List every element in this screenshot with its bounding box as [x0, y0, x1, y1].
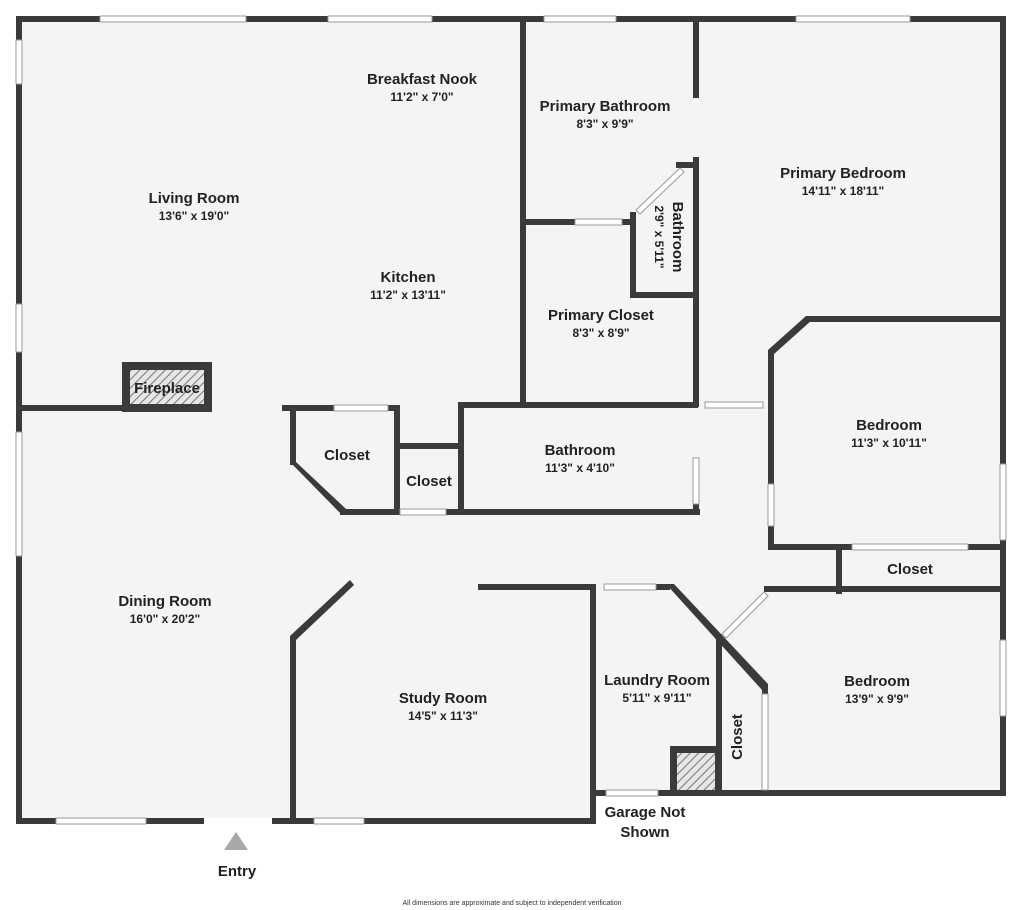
room-primary-bathroom: Primary Bathroom 8'3" x 9'9"	[540, 98, 671, 131]
room-study-room: Study Room 14'5" x 11'3"	[399, 690, 487, 723]
room-name: Bedroom	[856, 417, 922, 434]
room-dims: 5'11" x 9'11"	[622, 691, 691, 705]
room-name: Laundry Room	[604, 672, 710, 689]
windows	[15, 15, 1007, 825]
shaft-hatch	[677, 753, 715, 790]
fireplace-hatch	[130, 370, 204, 404]
room-dims: 8'3" x 8'9"	[572, 326, 629, 340]
room-dims: 11'2" x 7'0"	[390, 90, 453, 104]
floor-area	[18, 18, 1004, 822]
room-name: Bathroom	[545, 442, 616, 459]
room-hall-closet-1: Closet	[324, 447, 370, 464]
room-bedroom-1-closet: Closet	[887, 561, 933, 578]
room-dims: 16'0" x 20'2"	[130, 612, 200, 626]
room-bedroom-2-closet: Closet	[729, 714, 746, 760]
room-primary-closet: Primary Closet 8'3" x 8'9"	[548, 307, 654, 340]
entry-arrow-icon	[224, 832, 248, 850]
garage-note-line2: Shown	[620, 824, 669, 841]
room-hall-bathroom: Bathroom 11'3" x 4'10"	[545, 442, 616, 475]
room-dims: 11'2" x 13'11"	[370, 288, 446, 302]
room-name: Living Room	[149, 190, 240, 207]
room-living-room: Living Room 13'6" x 19'0"	[149, 190, 240, 223]
room-name: Study Room	[399, 690, 487, 707]
garage-note: Garage Not Shown	[605, 804, 686, 841]
fireplace-label: Fireplace	[134, 380, 200, 397]
room-dims: 13'9" x 9'9"	[845, 692, 909, 706]
room-dims: 14'5" x 11'3"	[408, 709, 478, 723]
room-dims: 11'3" x 4'10"	[545, 461, 615, 475]
room-name: Primary Bedroom	[780, 165, 906, 182]
room-hall-closet-2: Closet	[406, 473, 452, 490]
garage-note-line1: Garage Not	[605, 804, 686, 821]
room-dims: 2'9" x 5'11"	[652, 205, 666, 268]
room-dining-room: Dining Room 16'0" x 20'2"	[118, 593, 211, 626]
room-laundry-room: Laundry Room 5'11" x 9'11"	[604, 672, 710, 705]
room-name: Bathroom	[669, 202, 686, 273]
room-dims: 13'6" x 19'0"	[159, 209, 229, 223]
room-name: Bedroom	[844, 673, 910, 690]
entry-label: Entry	[218, 863, 257, 880]
room-name: Kitchen	[380, 269, 435, 286]
door-openings	[204, 167, 969, 824]
room-kitchen: Kitchen 11'2" x 13'11"	[370, 269, 446, 302]
room-name: Primary Closet	[548, 307, 654, 324]
room-small-bathroom: Bathroom 2'9" x 5'11"	[652, 202, 686, 273]
room-dims: 8'3" x 9'9"	[576, 117, 633, 131]
room-name: Dining Room	[118, 593, 211, 610]
room-bedroom-1: Bedroom 11'3" x 10'11"	[851, 417, 927, 450]
room-dims: 14'11" x 18'11"	[802, 184, 885, 198]
room-dims: 11'3" x 10'11"	[851, 436, 927, 450]
room-bedroom-2: Bedroom 13'9" x 9'9"	[844, 673, 910, 706]
room-primary-bedroom: Primary Bedroom 14'11" x 18'11"	[780, 165, 906, 198]
room-name: Breakfast Nook	[367, 71, 478, 88]
room-name: Primary Bathroom	[540, 98, 671, 115]
disclaimer: All dimensions are approximate and subje…	[402, 900, 621, 907]
room-breakfast-nook: Breakfast Nook 11'2" x 7'0"	[367, 71, 478, 104]
